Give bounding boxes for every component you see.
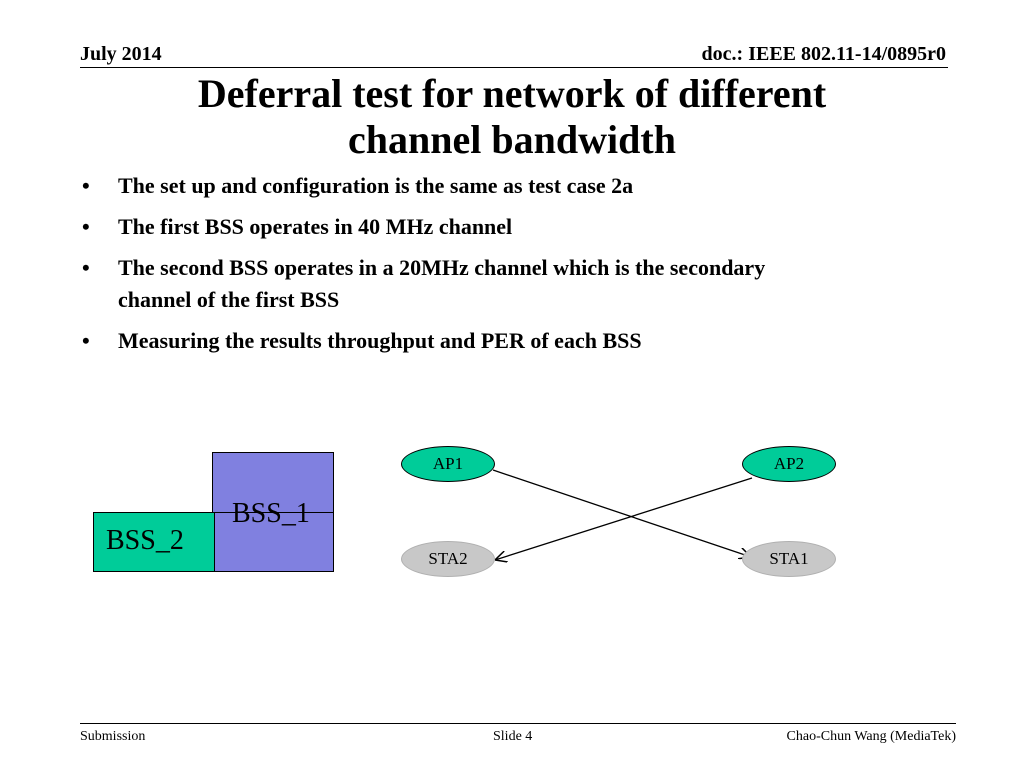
slide-title-line-1: Deferral test for network of different	[197, 71, 827, 116]
footer-divider	[80, 723, 956, 724]
bss2-channel-block	[93, 512, 215, 572]
header-doc-id: doc.: IEEE 802.11-14/0895r0	[701, 43, 946, 65]
bullet-marker: •	[82, 173, 90, 198]
footer-author: Chao-Chun Wang (MediaTek)	[786, 729, 956, 744]
bullet-text: The second BSS operates in a 20MHz chann…	[118, 255, 766, 312]
link-ap1-to-sta1	[492, 469, 751, 557]
footer-submission: Submission	[80, 729, 146, 744]
bullet-item: • The second BSS operates in a 20MHz chan…	[82, 252, 842, 316]
bullet-marker: •	[82, 214, 90, 239]
bss1-label: BSS_1	[232, 498, 310, 529]
sta2-node: STA2	[401, 541, 495, 577]
sta1-node: STA1	[742, 541, 836, 577]
bullet-text: The set up and configuration is the same…	[118, 173, 634, 198]
bullet-marker: •	[82, 255, 90, 280]
bullet-item: • The first BSS operates in 40 MHz channe…	[82, 211, 842, 243]
header-divider	[80, 67, 948, 68]
slide-title: Deferral test for network of different c…	[80, 71, 944, 163]
bss-block-divider	[215, 512, 334, 513]
bullet-text: Measuring the results throughput and PER…	[118, 328, 642, 353]
ap2-node: AP2	[742, 446, 836, 482]
bss2-label: BSS_2	[106, 525, 184, 556]
slide-title-line-2: channel bandwidth	[348, 117, 676, 162]
header-date: July 2014	[80, 43, 162, 65]
footer-slide-number: Slide 4	[493, 729, 533, 744]
bullet-item: • The set up and configuration is the sam…	[82, 170, 842, 202]
bullet-text: The first BSS operates in 40 MHz channel	[118, 214, 513, 239]
bullet-list: • The set up and configuration is the sam…	[82, 170, 842, 366]
bullet-marker: •	[82, 328, 90, 353]
bullet-item: • Measuring the results throughput and PE…	[82, 325, 842, 357]
link-ap2-to-sta2	[495, 477, 753, 560]
ap1-node: AP1	[401, 446, 495, 482]
